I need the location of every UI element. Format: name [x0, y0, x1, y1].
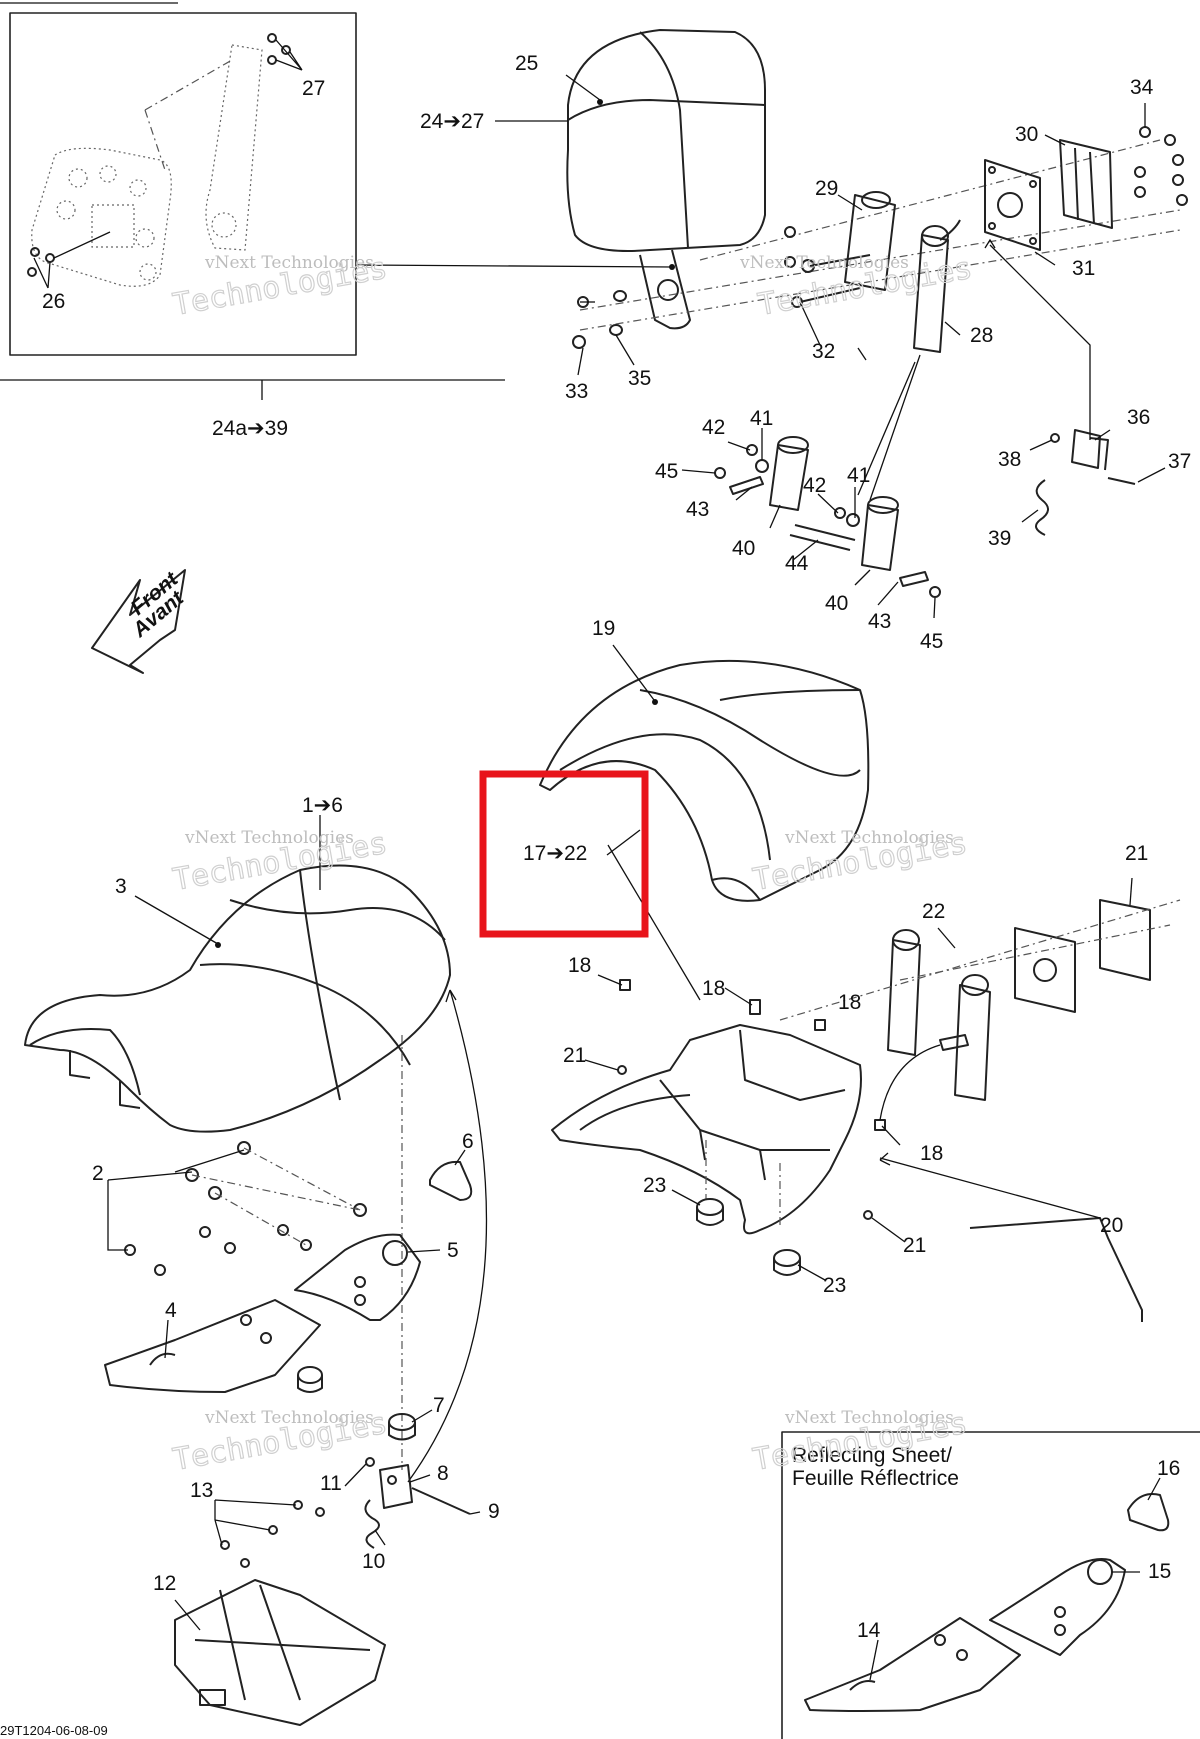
label-11: 11: [320, 1472, 342, 1495]
label-34: 34: [1130, 76, 1154, 99]
label-24-27: 24➔27: [420, 110, 484, 133]
label-4: 4: [165, 1299, 177, 1322]
reflecting-sheet-title-line1: Reflecting Sheet/: [792, 1444, 952, 1467]
label-42-upper: 42: [702, 416, 725, 439]
figure-code: 29T1204-06-08-09: [0, 1723, 108, 1738]
label-37: 37: [1168, 450, 1191, 473]
label-16: 16: [1157, 1457, 1180, 1480]
label-41-lower: 41: [847, 464, 870, 487]
svg-text:vNext Technologies: vNext Technologies: [204, 253, 374, 273]
label-27: 27: [302, 77, 325, 100]
label-19: 19: [592, 617, 615, 640]
reflecting-sheet-inset: Reflecting Sheet/ Feuille Réflectrice: [781, 1431, 1200, 1739]
label-30: 30: [1015, 123, 1038, 146]
driver-seat-3: [24, 864, 488, 1483]
label-44: 44: [785, 552, 809, 575]
reflecting-sheet-title-line2: Feuille Réflectrice: [792, 1467, 959, 1490]
passenger-posts: [714, 238, 1136, 598]
svg-text:vNext Technologies: vNext Technologies: [784, 828, 954, 848]
label-36: 36: [1127, 406, 1150, 429]
label-17-22: 17➔22: [523, 842, 587, 865]
label-1-6: 1➔6: [302, 794, 343, 817]
seat-base-frame: [551, 899, 1181, 1322]
label-31: 31: [1072, 257, 1095, 280]
label-28: 28: [970, 324, 993, 347]
backrest-hardware: [572, 126, 1188, 353]
label-14: 14: [857, 1619, 881, 1642]
label-25: 25: [515, 52, 538, 75]
label-40-lower: 40: [825, 592, 848, 615]
label-32: 32: [812, 340, 835, 363]
label-24a-39: 24a➔39: [212, 417, 288, 440]
label-18-mid: 18: [702, 977, 725, 1000]
label-23-right: 23: [823, 1274, 846, 1297]
driver-seat-hardware: [104, 1141, 473, 1726]
backrest-pad-25: [566, 29, 766, 330]
part-labels: 25 24➔27 27 26 24a➔39 34 30 29 31 28 32 …: [42, 52, 1191, 1642]
label-21-left: 21: [563, 1044, 586, 1067]
label-18-right: 18: [838, 991, 861, 1014]
inset-backrest-plate: [0, 2, 675, 400]
label-3: 3: [115, 875, 127, 898]
front-direction-arrow: Front Avant: [91, 567, 189, 674]
label-22: 22: [922, 900, 945, 923]
label-6: 6: [462, 1130, 474, 1153]
label-23-left: 23: [643, 1174, 666, 1197]
svg-text:vNext Technologies: vNext Technologies: [184, 828, 354, 848]
label-13: 13: [190, 1479, 213, 1502]
label-41-upper: 41: [750, 407, 773, 430]
label-8: 8: [437, 1462, 449, 1485]
svg-text:vNext Technologies: vNext Technologies: [784, 1408, 954, 1428]
label-5: 5: [447, 1239, 459, 1262]
label-43-lower: 43: [868, 610, 891, 633]
leader-lines: [107, 74, 1166, 1681]
label-33: 33: [565, 380, 588, 403]
label-20: 20: [1100, 1214, 1123, 1237]
svg-text:vNext Technologies: vNext Technologies: [739, 253, 909, 273]
label-38: 38: [998, 448, 1021, 471]
label-18-left: 18: [568, 954, 591, 977]
label-12: 12: [153, 1572, 176, 1595]
label-35: 35: [628, 367, 651, 390]
label-29: 29: [815, 177, 838, 200]
label-39: 39: [988, 527, 1011, 550]
label-7: 7: [433, 1394, 445, 1417]
highlight-box: [479, 770, 649, 938]
label-21-lower: 21: [903, 1234, 926, 1257]
label-40-upper: 40: [732, 537, 755, 560]
label-43-upper: 43: [686, 498, 709, 521]
label-9: 9: [488, 1500, 500, 1523]
label-18-lower: 18: [920, 1142, 943, 1165]
passenger-seat-19: [539, 659, 870, 902]
label-45-lower: 45: [920, 630, 943, 653]
label-21-upper: 21: [1125, 842, 1148, 865]
label-42-lower: 42: [803, 474, 826, 497]
label-2: 2: [92, 1162, 104, 1185]
svg-text:vNext Technologies: vNext Technologies: [204, 1408, 374, 1428]
label-10: 10: [362, 1550, 385, 1573]
label-15: 15: [1148, 1560, 1171, 1583]
label-26: 26: [42, 290, 65, 313]
label-45-upper: 45: [655, 460, 678, 483]
